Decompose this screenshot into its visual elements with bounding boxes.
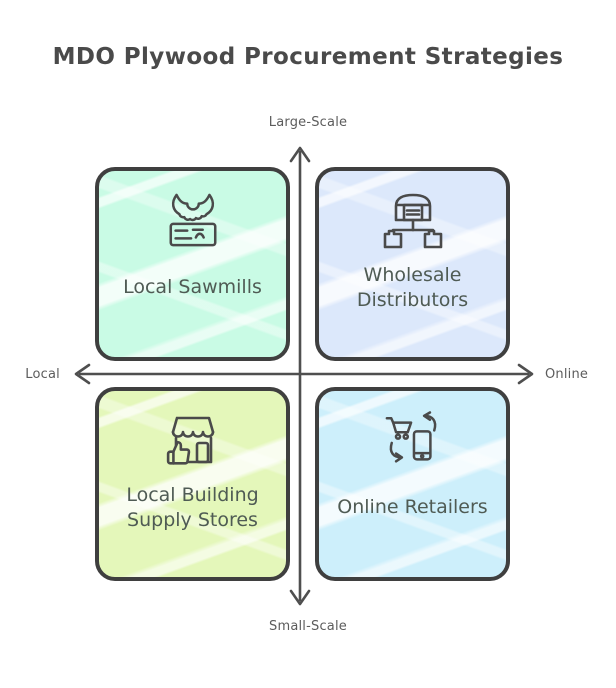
arrow-left-icon bbox=[74, 363, 91, 385]
storefront-thumbs-up-icon bbox=[163, 409, 223, 473]
arrow-down-icon bbox=[289, 589, 311, 606]
quadrant-local-building-supply-stores: Local Building Supply Stores bbox=[95, 387, 290, 581]
page-title: MDO Plywood Procurement Strategies bbox=[52, 44, 564, 70]
quadrant-label: Wholesale Distributors bbox=[356, 263, 469, 311]
quadrant-wholesale-distributors: Wholesale Distributors bbox=[315, 167, 510, 361]
quadrant-label: Local Building Supply Stores bbox=[126, 483, 259, 531]
axis-label-small-scale: Small-Scale bbox=[269, 619, 347, 634]
axis-label-large-scale: Large-Scale bbox=[268, 115, 348, 130]
axis-label-local: Local bbox=[25, 367, 60, 382]
warehouse-distribution-icon bbox=[381, 189, 445, 253]
quadrant-label: Local Sawmills bbox=[123, 276, 262, 299]
axis-label-online: Online bbox=[545, 367, 589, 382]
sawmill-icon bbox=[164, 189, 222, 253]
cart-phone-sync-icon bbox=[384, 409, 442, 473]
quadrant-local-sawmills: Local Sawmills bbox=[95, 167, 290, 361]
quadrant-label: Online Retailers bbox=[337, 496, 488, 519]
arrow-right-icon bbox=[517, 363, 534, 385]
quadrant-online-retailers: Online Retailers bbox=[315, 387, 510, 581]
arrow-up-icon bbox=[289, 146, 311, 163]
